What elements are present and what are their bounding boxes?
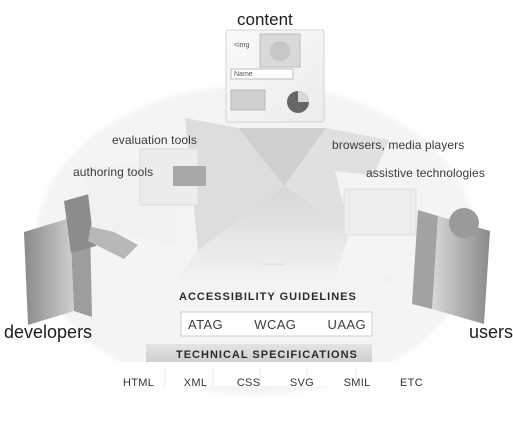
guideline-atag: ATAG [188,317,224,332]
spec-smil: SMIL [343,377,371,389]
authoring-tools-panel-shape [173,166,206,186]
accessibility-guidelines-title: ACCESSIBILITY GUIDELINES [179,291,357,303]
users-label: users [469,322,513,342]
content-pie-slice-shape [298,91,309,102]
specifications-row-shape [116,362,442,386]
guidelines-row: ATAG WCAG UAAG [188,317,366,332]
user-head-shape [449,208,479,238]
technical-specifications-title: TECHNICAL SPECIFICATIONS [176,349,358,361]
user-screen-side-shape [412,210,438,309]
center-right-wedge-shape [284,128,389,230]
evaluation-tools-label: evaluation tools [112,133,197,147]
content-chart-block-shape [230,89,266,111]
developer-screen-shape [24,218,74,325]
guideline-wcag: WCAG [254,317,297,332]
content-name-field-shape [230,68,294,80]
accessibility-guidelines-box-shape [180,311,373,337]
specifications-row: HTML XML CSS SVG SMIL ETC [123,377,423,389]
content-image-label: <img [234,42,250,49]
faint-background-mark-1: — [262,250,284,275]
developer-shoulder-shape [64,194,96,253]
guideline-uaag: UAAG [327,317,366,332]
content-label: content [237,10,293,29]
developers-label: developers [4,322,93,342]
spec-svg: SVG [289,377,315,389]
user-tech-panel-shape [343,188,417,236]
browsers-media-players-label: browsers, media players [332,138,465,152]
spec-html: HTML [123,377,155,389]
content-face-shape [270,41,290,61]
center-main-body-shape [170,186,350,287]
authoring-tools-label: authoring tools [73,165,154,179]
spec-css: CSS [236,377,261,389]
center-left-wedge-shape [185,118,284,250]
assistive-technologies-label: assistive technologies [366,166,485,180]
technical-specifications-band-shape [146,344,372,362]
content-name-label: Name [234,71,253,78]
faint-background-mark-2: ◦ [382,265,391,292]
developer-arm-shape [88,220,138,259]
spec-xml: XML [183,377,208,389]
spec-etc: ETC [400,377,423,389]
content-image-frame-shape [259,33,301,68]
center-top-triangle-shape [238,128,326,186]
user-screen-shape [432,216,490,324]
